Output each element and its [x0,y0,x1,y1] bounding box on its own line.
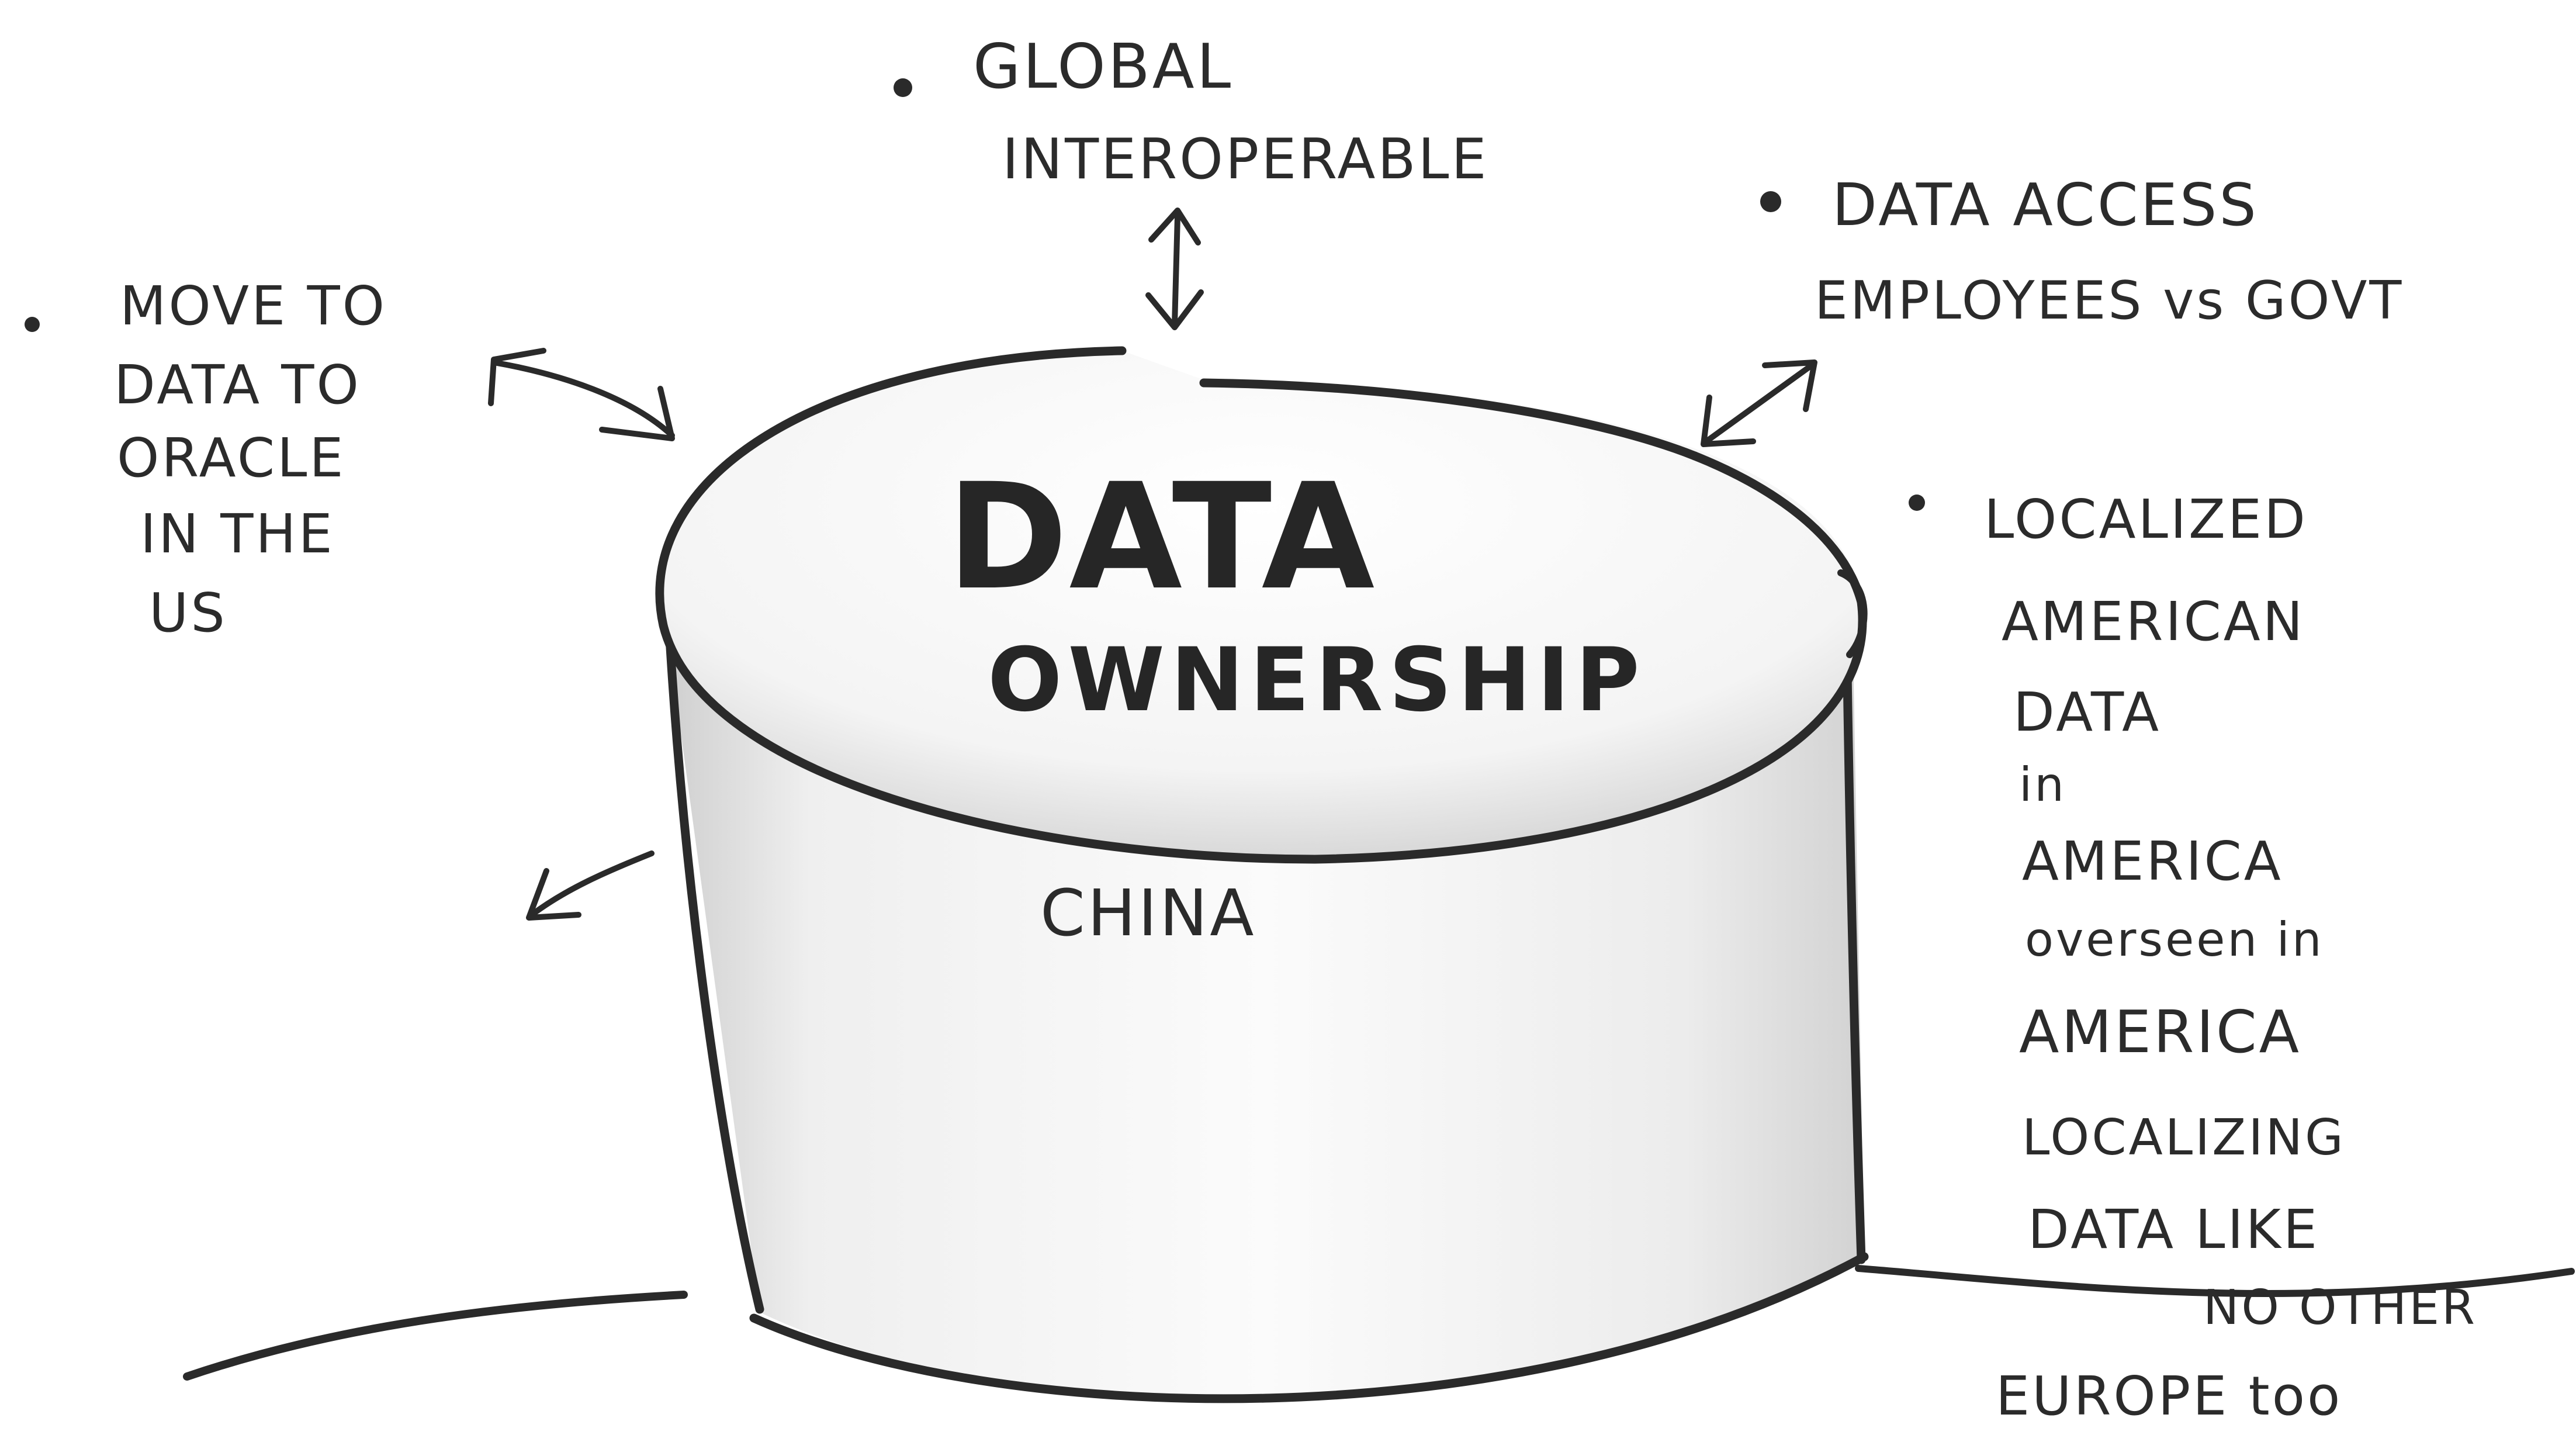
svg-text:LOCALIZED: LOCALIZED [1984,488,2308,551]
arrow-left-double [488,348,675,441]
svg-text:GLOBAL: GLOBAL [973,31,1233,102]
ground-line-right [1855,1265,2575,1297]
svg-text:overseen in: overseen in [2025,912,2324,967]
center-title: DATA [947,452,1376,622]
bullet-top [894,78,912,97]
bullet-right [1909,495,1925,511]
svg-text:DATA TO: DATA TO [114,354,361,416]
svg-text:IN THE: IN THE [140,503,335,565]
bullet-left [25,317,40,332]
svg-text:AMERICA: AMERICA [2022,830,2283,893]
svg-text:ORACLE: ORACLE [117,427,346,489]
svg-text:EUROPE too: EUROPE too [1996,1365,2342,1427]
ground-line-left [183,1291,688,1381]
cylinder-top [659,351,1863,859]
cylinder-rim-mark [1837,569,1868,658]
center-subtitle: OWNERSHIP [988,630,1646,731]
cylinder-left-edge [664,624,764,1314]
svg-text:DATA LIKE: DATA LIKE [2028,1198,2319,1261]
arrow-top-double [1145,208,1204,330]
svg-text:DATA ACCESS: DATA ACCESS [1832,171,2259,239]
note-left: MOVE TO DATA TO ORACLE IN THE US [114,275,387,644]
note-top: GLOBAL INTEROPERABLE [973,31,1489,192]
svg-text:EMPLOYEES vs GOVT: EMPLOYEES vs GOVT [1815,270,2404,331]
svg-text:NO OTHER: NO OTHER [2203,1280,2477,1336]
cylinder-bottom-edge [749,1252,1869,1403]
base-label: CHINA [1040,876,1256,950]
note-right: LOCALIZED AMERICAN DATA in AMERICA overs… [1984,488,2477,1427]
arrow-top-right-double [1701,359,1817,447]
svg-text:DATA: DATA [2013,681,2161,744]
svg-text:in: in [2019,758,2066,812]
bullet-top-right [1760,191,1781,212]
svg-text:AMERICAN: AMERICAN [2002,590,2305,653]
svg-text:US: US [149,582,227,644]
svg-text:MOVE TO: MOVE TO [120,275,387,337]
note-top-right: DATA ACCESS EMPLOYEES vs GOVT [1815,171,2404,331]
svg-text:INTEROPERABLE: INTEROPERABLE [1002,127,1489,192]
cylinder-top-edge-back [1199,378,1699,461]
arrow-lower-left [526,850,655,921]
svg-text:AMERICA: AMERICA [2019,998,2301,1066]
svg-text:LOCALIZING: LOCALIZING [2022,1109,2346,1167]
cylinder-right-edge [1842,627,1866,1264]
data-cylinder [655,346,1869,1403]
